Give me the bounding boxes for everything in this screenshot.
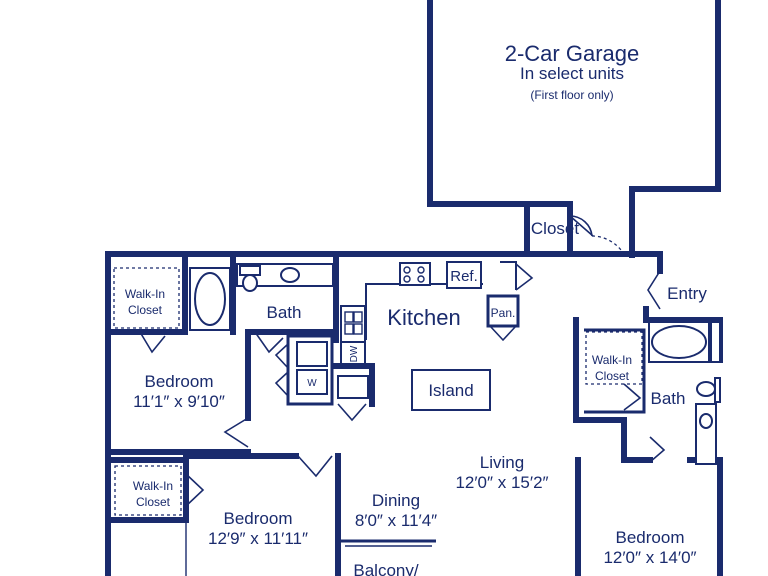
bath-upper: Bath bbox=[189, 251, 339, 354]
entry: Entry bbox=[647, 270, 707, 310]
bedroom-1: Bedroom 11′1″ x 9′10″ bbox=[105, 329, 251, 455]
bath-right: Walk-In Closet Bath bbox=[573, 317, 723, 576]
bedroom-2: Bedroom 12′9″ x 11′11″ bbox=[183, 453, 341, 576]
garage: 2-Car Garage In select units (First floo… bbox=[427, 0, 721, 258]
closet-label: Closet bbox=[531, 219, 579, 238]
entry-label: Entry bbox=[667, 284, 707, 303]
living-name: Living bbox=[480, 453, 524, 472]
walkin-1-line1: Walk-In bbox=[125, 287, 165, 301]
garage-note: (First floor only) bbox=[530, 88, 613, 102]
dining-name: Dining bbox=[372, 491, 420, 510]
bedroom-1-size: 11′1″ x 9′10″ bbox=[133, 392, 225, 411]
bedroom-2-size: 12′9″ x 11′11″ bbox=[208, 529, 308, 548]
bedroom-3: Bedroom 12′0″ x 14′0″ bbox=[603, 528, 696, 567]
washer-label: W bbox=[307, 378, 317, 389]
garage-title: 2-Car Garage bbox=[505, 41, 640, 66]
bedroom-3-size: 12′0″ x 14′0″ bbox=[603, 548, 696, 567]
walkin-2-line2: Closet bbox=[136, 495, 171, 509]
bedroom-1-name: Bedroom bbox=[145, 372, 214, 391]
storage bbox=[333, 363, 375, 422]
dining-size: 8′0″ x 11′4″ bbox=[355, 511, 437, 530]
island-label: Island bbox=[428, 381, 473, 400]
dining: Dining 8′0″ x 11′4″ Balcony/ bbox=[340, 491, 437, 576]
bedroom-2-name: Bedroom bbox=[224, 509, 293, 528]
living: Living 12′0″ x 15′2″ bbox=[455, 453, 548, 492]
balcony-label: Balcony/ bbox=[353, 561, 418, 576]
bath-upper-label: Bath bbox=[267, 303, 302, 322]
walkin-closet-2: Walk-In Closet bbox=[105, 457, 205, 523]
bedroom-3-name: Bedroom bbox=[616, 528, 685, 547]
kitchen-label: Kitchen bbox=[387, 305, 460, 330]
dishwasher-label: DW bbox=[349, 345, 360, 362]
bath-right-label: Bath bbox=[651, 389, 686, 408]
laundry: W bbox=[274, 334, 334, 406]
refrigerator-label: Ref. bbox=[450, 268, 478, 285]
living-size: 12′0″ x 15′2″ bbox=[455, 473, 548, 492]
walkin-3-line2: Closet bbox=[595, 369, 630, 383]
walkin-1-line2: Closet bbox=[128, 303, 163, 317]
kitchen: DW Ref. Pan. Kitchen Island bbox=[340, 261, 534, 411]
entry-closet: Closet bbox=[524, 201, 626, 257]
walkin-3-line1: Walk-In bbox=[592, 353, 632, 367]
walkin-2-line1: Walk-In bbox=[133, 479, 173, 493]
walkin-closet-1: Walk-In Closet bbox=[105, 251, 188, 354]
garage-subtitle: In select units bbox=[520, 64, 624, 83]
pantry-label: Pan. bbox=[491, 306, 516, 320]
